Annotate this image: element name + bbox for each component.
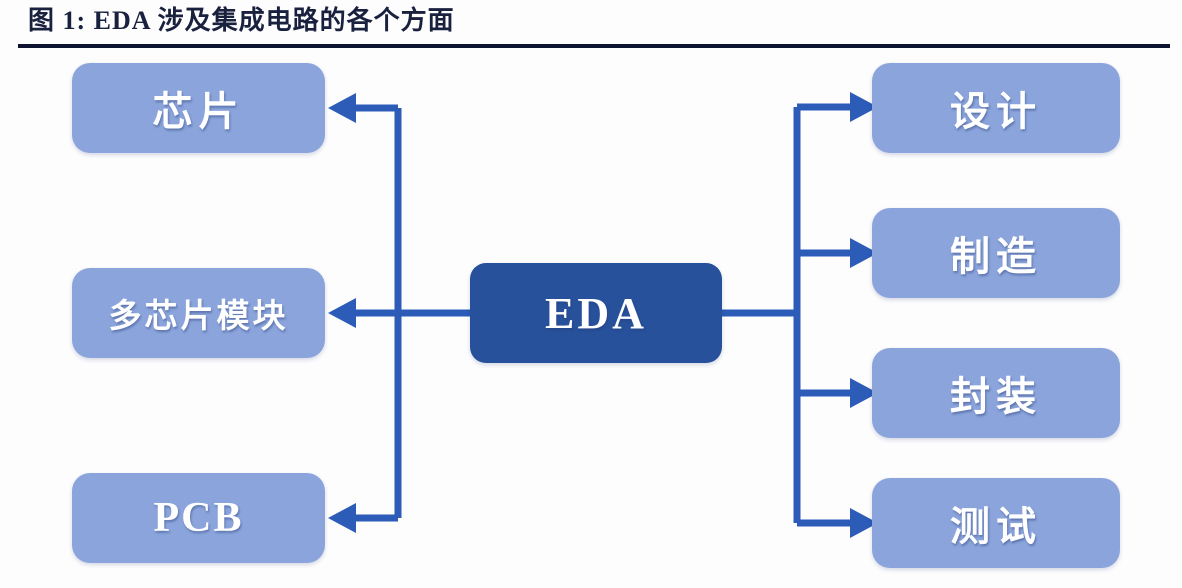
node-design-label: 设计 [950,89,1042,134]
title-divider [18,44,1170,48]
node-manufacturing[interactable]: 制造 [872,208,1120,298]
node-chip-label: 芯片 [152,89,245,134]
node-packaging-label: 封装 [950,374,1042,419]
eda-center-node[interactable]: EDA [470,263,722,363]
left-arrowhead-chip [328,93,356,123]
node-multi-chip-module[interactable]: 多芯片模块 [72,268,325,358]
figure-header: 图 1: EDA 涉及集成电路的各个方面 [0,0,1182,48]
diagram-canvas: 芯片 多芯片模块 PCB EDA 设计 制造 封装 测试 [0,48,1182,588]
node-manufacturing-label: 制造 [950,234,1042,279]
node-packaging[interactable]: 封装 [872,348,1120,438]
left-arrowhead-pcb [328,503,356,533]
node-multi-chip-module-label: 多芯片模块 [108,299,289,335]
right-branch-connectors [793,92,878,538]
eda-center-node-label: EDA [545,288,647,338]
node-pcb[interactable]: PCB [72,473,325,563]
node-testing[interactable]: 测试 [872,478,1120,568]
left-arrowhead-mcm [328,298,356,328]
node-testing-label: 测试 [950,504,1042,549]
node-pcb-label: PCB [153,495,244,541]
node-design[interactable]: 设计 [872,63,1120,153]
node-chip[interactable]: 芯片 [72,63,325,153]
page-title: 图 1: EDA 涉及集成电路的各个方面 [28,6,455,35]
left-branch-connectors [328,93,402,533]
